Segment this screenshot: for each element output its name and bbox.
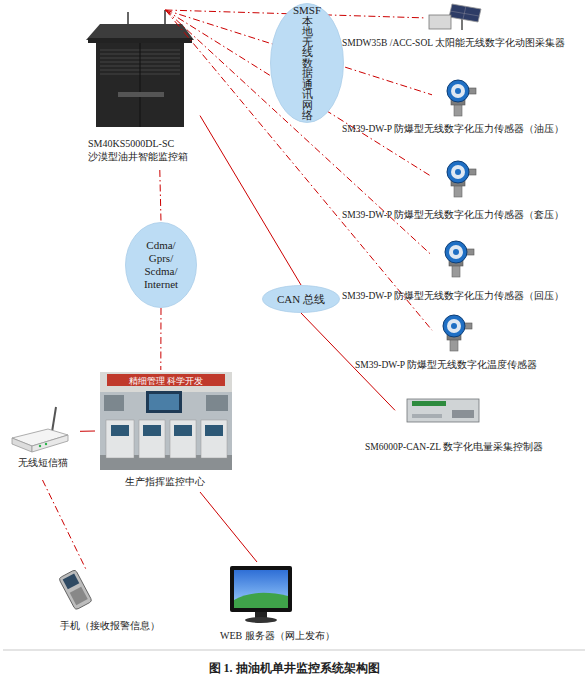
control-center-node: 生产指挥监控中心 xyxy=(95,370,235,492)
wired-link xyxy=(80,431,95,432)
controller-illustration xyxy=(407,399,479,422)
wireless-link xyxy=(160,308,161,370)
node-label: 手机（接收报警信息） xyxy=(60,620,185,633)
node-label: Cdma/ Gprs/ Scdma/ Internet xyxy=(137,239,185,291)
temperature-sensor-illustration xyxy=(443,315,472,351)
node-label: SM39-DW-P 防爆型无线数字化压力传感器（套压） xyxy=(342,210,582,222)
node-label: WEB 服务器（网上发布） xyxy=(220,630,360,643)
network-ellipse: Cdma/ Gprs/ Scdma/ Internet xyxy=(125,222,197,308)
sensor-node: SM39-DW-P 防爆型无线数字化压力传感器（油压） xyxy=(432,78,582,138)
node-label: 无线短信猫 xyxy=(5,457,80,470)
sensor-node: SM39-DW-P 防爆型无线数字化压力传感器（套压） xyxy=(432,160,582,220)
wired-link xyxy=(200,116,301,285)
modem-node: 无线短信猫 xyxy=(5,405,80,480)
monitor-illustration xyxy=(230,566,292,623)
node-label: SM39-DW-P 防爆型无线数字化压力传感器（油压） xyxy=(342,124,582,136)
sensor-node: SM39-DW-P 防爆型无线数字化温度传感器 xyxy=(432,314,582,374)
cabinet-node: SM40KS5000DL-SC 沙漠型油井智能监控箱 xyxy=(85,10,200,170)
bus-ellipse: CAN 总线 xyxy=(262,285,340,313)
banner-text: 精细管理 科学开发 xyxy=(107,375,225,387)
solar-collector-illustration xyxy=(429,4,481,30)
collector-node: SMDW35B /ACC-SOL 太阳能无线数字化动图采集器 xyxy=(425,3,580,48)
node-label: SMSF 本 地 无 线 数 据 通 讯 网 络 xyxy=(290,5,324,121)
wireless-link xyxy=(160,170,161,222)
sensor-node: SM39-DW-P 防爆型无线数字化压力传感器（回压） xyxy=(432,240,582,302)
node-label: SM40KS5000DL-SC 沙漠型油井智能监控箱 xyxy=(88,138,200,163)
control-room-photo xyxy=(100,372,232,470)
server-node: WEB 服务器（网上发布） xyxy=(215,562,355,644)
phone-illustration xyxy=(59,569,93,610)
wired-link xyxy=(200,492,257,562)
node-label: SMDW35B /ACC-SOL 太阳能无线数字化动图采集器 xyxy=(342,38,582,50)
node-label: SM6000P-CAN-ZL 数字化电量采集控制器 xyxy=(365,442,575,454)
phone-node: 手机（接收报警信息） xyxy=(55,570,180,635)
pressure-sensor-illustration xyxy=(447,161,476,197)
node-label: SM39-DW-P 防爆型无线数字化压力传感器（回压） xyxy=(342,291,582,303)
figure-caption: 图 1. 抽油机单井监控系统架构图 xyxy=(0,660,588,677)
modem-illustration xyxy=(12,407,68,452)
cabinet-illustration xyxy=(86,10,194,127)
wireless-link xyxy=(43,480,87,570)
node-label: 生产指挥监控中心 xyxy=(95,476,235,489)
controller-node: SM6000P-CAN-ZL 数字化电量采集控制器 xyxy=(395,396,560,458)
pressure-sensor-illustration xyxy=(445,241,474,277)
network-ellipse: SMSF 本 地 无 线 数 据 通 讯 网 络 xyxy=(270,3,344,123)
pressure-sensor-illustration xyxy=(447,80,476,116)
node-label: CAN 总线 xyxy=(266,293,336,306)
node-label: SM39-DW-P 防爆型无线数字化温度传感器 xyxy=(355,360,575,372)
